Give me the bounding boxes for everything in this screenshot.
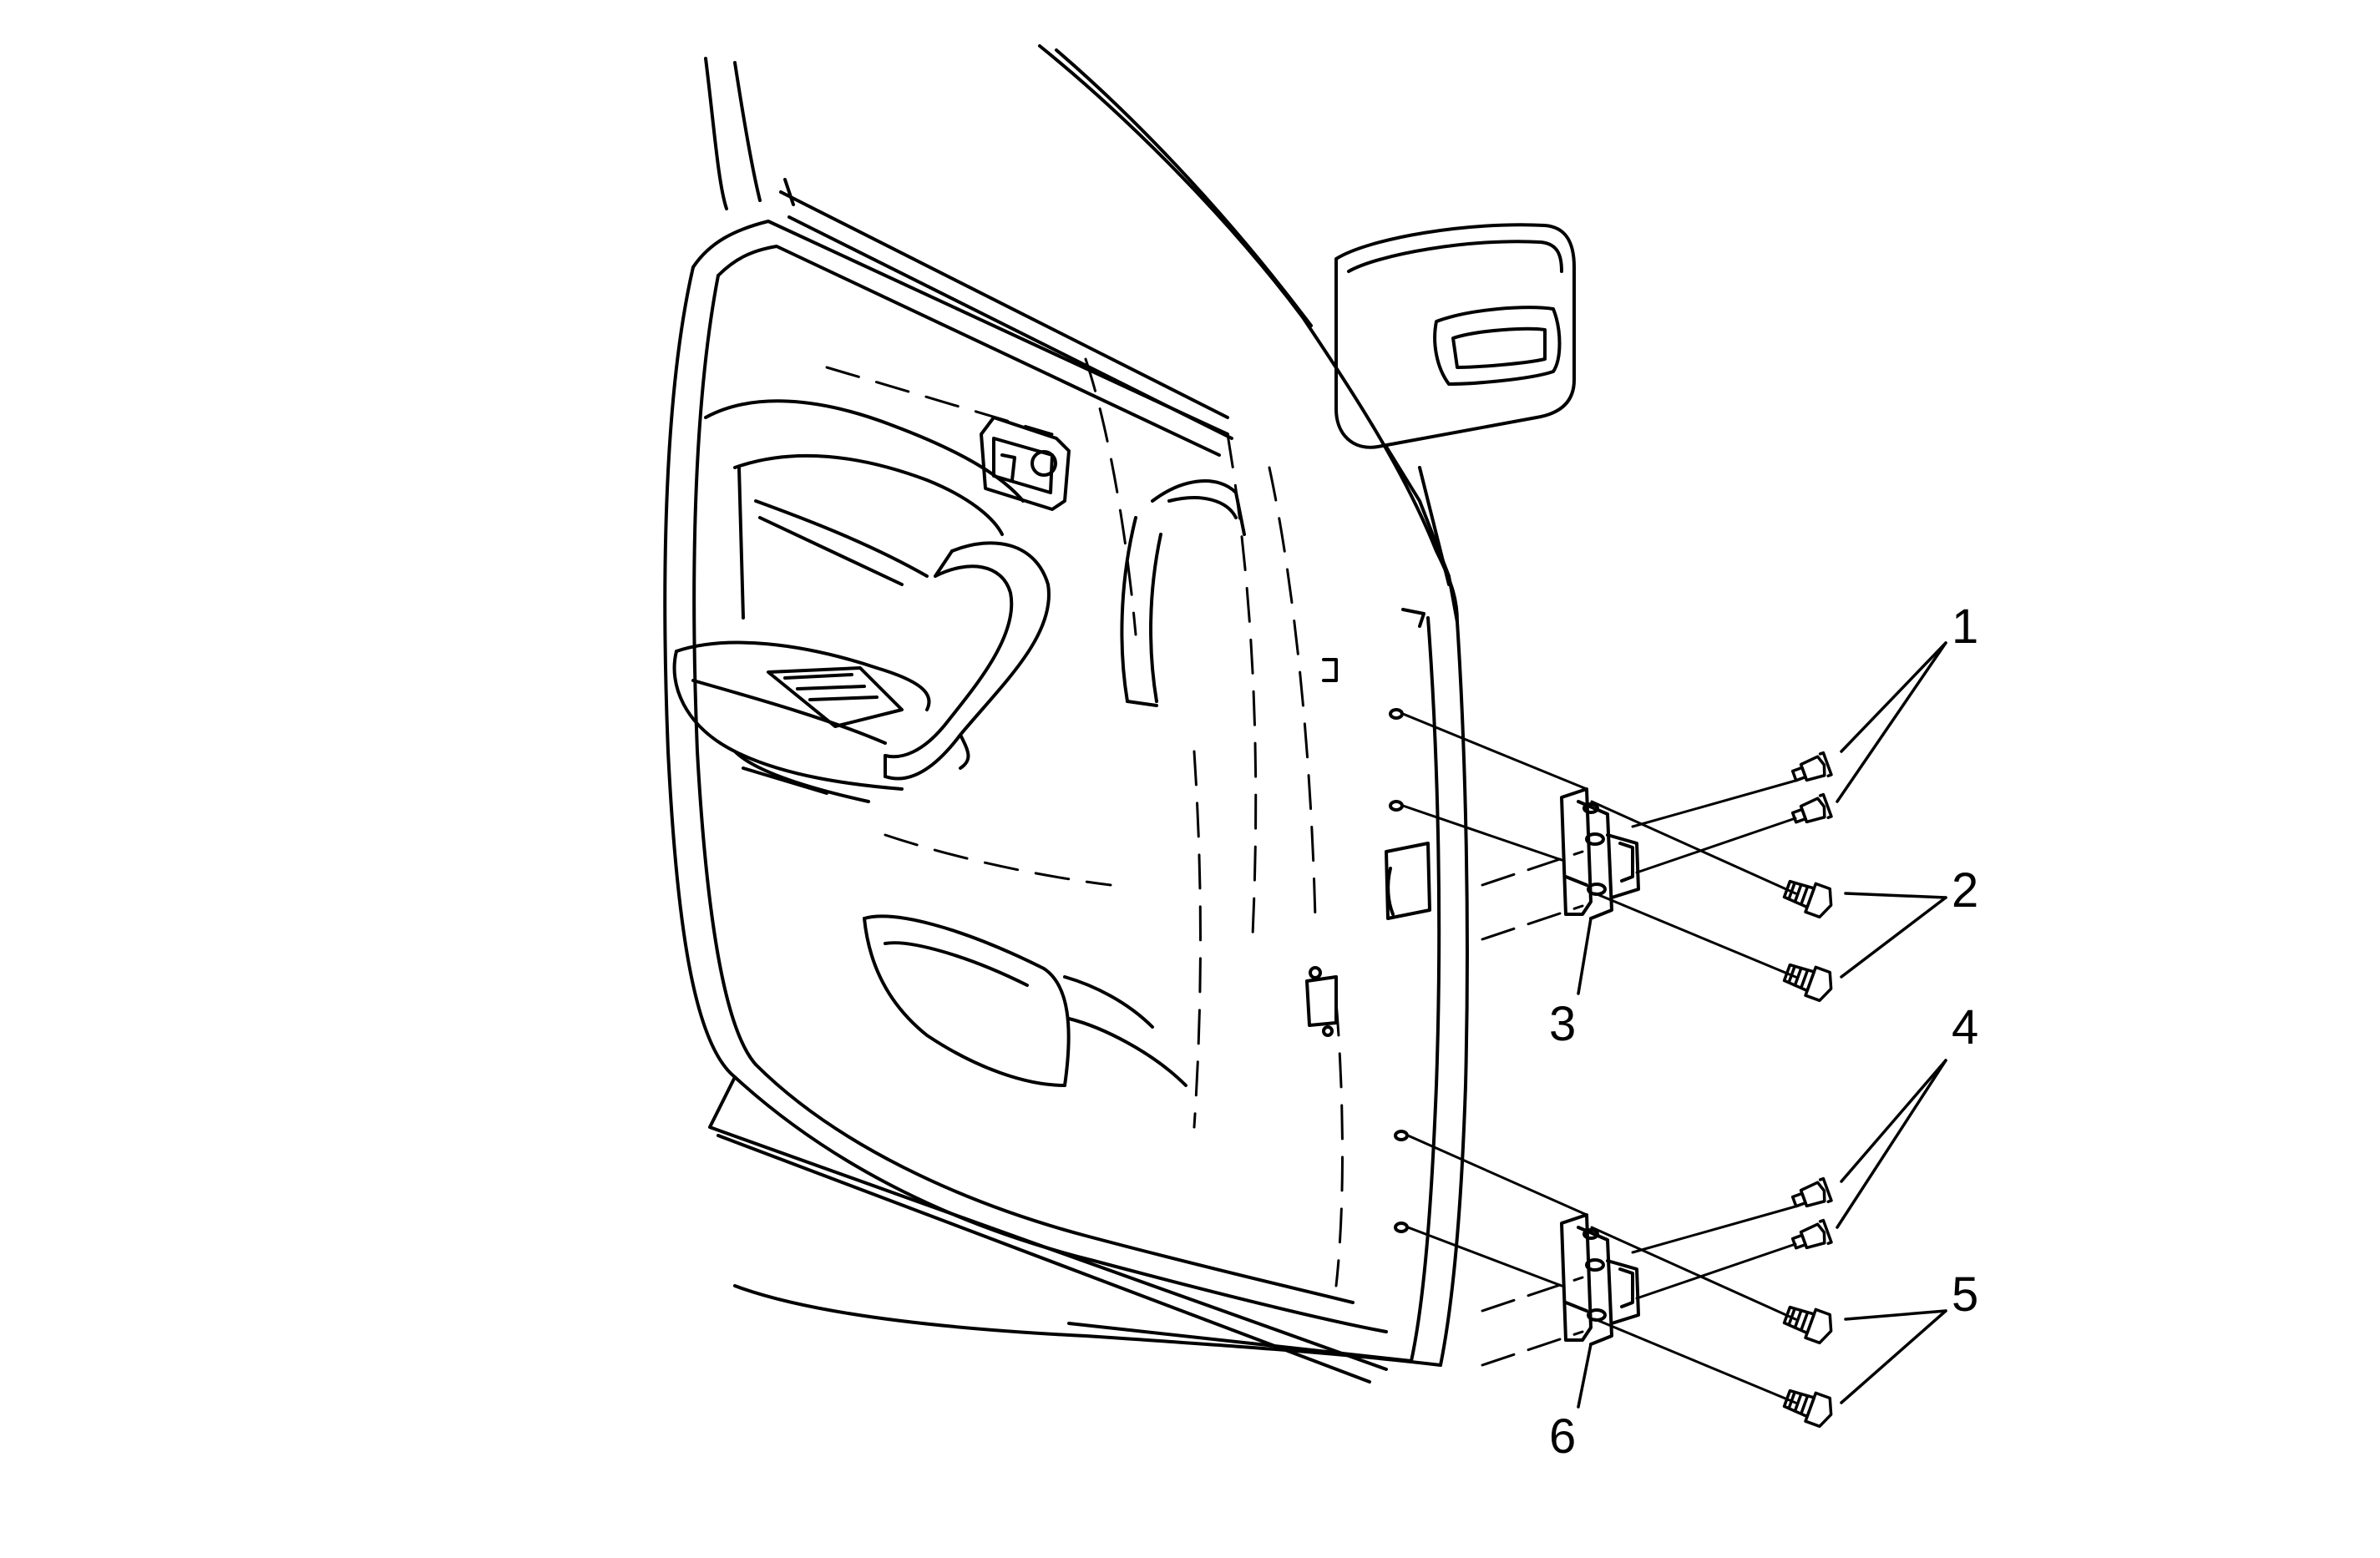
armrest (672, 399, 1051, 803)
door-details (1305, 608, 1431, 1037)
callout-2: 2 (1952, 863, 1979, 918)
lower-pocket (863, 914, 1187, 1087)
upper-hinge (1560, 787, 1640, 920)
callout-3: 3 (1549, 997, 1577, 1051)
install-dashes (1481, 850, 1584, 1367)
door-outline (663, 44, 1469, 1383)
callout-6: 6 (1549, 1409, 1577, 1464)
leader-lines (1577, 641, 1947, 1409)
callout-1: 1 (1952, 599, 1979, 654)
side-mirror (1334, 223, 1576, 624)
panel-dashes (825, 357, 1344, 1287)
mount-holes (1389, 708, 1409, 1233)
callout-4: 4 (1952, 1000, 1979, 1055)
bolts (1782, 751, 1833, 1429)
inside-handle (980, 416, 1071, 511)
install-lines (1401, 712, 1797, 1404)
lower-hinge (1560, 1213, 1640, 1346)
callout-5: 5 (1952, 1267, 1979, 1322)
trim-channel (1120, 479, 1246, 707)
